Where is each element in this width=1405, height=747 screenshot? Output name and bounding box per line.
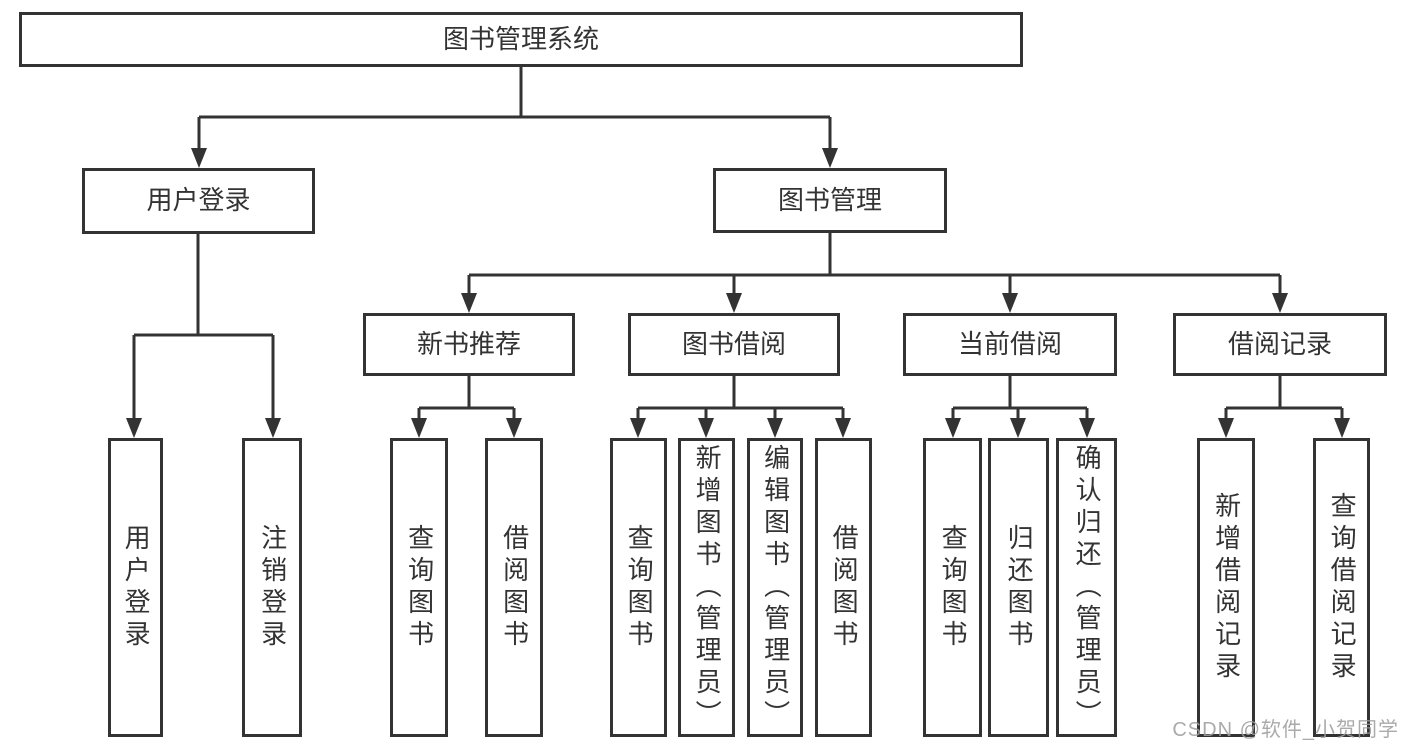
leaf-borrow-borrow-books-label: 借阅图书: [829, 523, 860, 652]
leaf-records-query-record: 查询借阅记录: [1313, 438, 1370, 737]
node-book-borrow: 图书借阅: [628, 313, 840, 376]
node-new-book-recommend-label: 新书推荐: [416, 328, 521, 359]
node-book-management-label: 图书管理: [777, 184, 882, 215]
leaf-logout: 注销登录: [242, 438, 302, 737]
leaf-current-query-books-label: 查询图书: [938, 523, 969, 652]
leaf-records-add-record: 新增借阅记录: [1197, 438, 1255, 737]
node-borrow-records-label: 借阅记录: [1227, 328, 1332, 359]
node-current-borrow-label: 当前借阅: [957, 328, 1062, 359]
leaf-logout-label: 注销登录: [257, 523, 288, 652]
leaf-borrow-edit-books-admin: 编辑图书（管理员）: [747, 438, 803, 737]
node-borrow-records: 借阅记录: [1173, 313, 1387, 376]
leaf-current-return-books: 归还图书: [988, 438, 1049, 737]
arrowheads: [126, 148, 1350, 438]
leaf-records-add-record-label: 新增借阅记录: [1211, 491, 1242, 684]
node-book-management: 图书管理: [713, 168, 947, 233]
node-user-login: 用户登录: [82, 168, 315, 234]
leaf-current-query-books: 查询图书: [923, 438, 982, 737]
leaf-user-login-label: 用户登录: [121, 523, 152, 652]
leaf-recommend-query-books-label: 查询图书: [404, 523, 435, 652]
leaf-borrow-add-books-admin: 新增图书（管理员）: [678, 438, 735, 737]
csdn-watermark: CSDN @软件_小贺同学: [1172, 719, 1399, 741]
node-book-borrow-label: 图书借阅: [681, 328, 786, 359]
node-library-management-system: 图书管理系统: [19, 12, 1023, 67]
leaf-records-query-record-label: 查询借阅记录: [1327, 491, 1358, 684]
leaf-current-confirm-return-admin: 确认归还（管理员）: [1056, 438, 1117, 737]
node-new-book-recommend: 新书推荐: [363, 313, 575, 376]
leaf-borrow-edit-books-admin-label: 编辑图书（管理员）: [760, 443, 791, 732]
leaf-recommend-query-books: 查询图书: [390, 438, 448, 737]
node-user-login-label: 用户登录: [146, 185, 251, 216]
leaf-current-confirm-return-admin-label: 确认归还（管理员）: [1072, 443, 1103, 732]
leaf-borrow-query-books-label: 查询图书: [624, 523, 655, 652]
leaf-recommend-borrow-books-label: 借阅图书: [499, 523, 530, 652]
leaf-user-login: 用户登录: [108, 438, 163, 737]
node-current-borrow: 当前借阅: [903, 313, 1117, 376]
node-library-management-system-label: 图书管理系统: [442, 23, 599, 54]
leaf-borrow-borrow-books: 借阅图书: [815, 438, 872, 737]
leaf-borrow-add-books-admin-label: 新增图书（管理员）: [692, 443, 723, 732]
leaf-recommend-borrow-books: 借阅图书: [485, 438, 543, 737]
leaf-borrow-query-books: 查询图书: [610, 438, 667, 737]
leaf-current-return-books-label: 归还图书: [1004, 523, 1035, 652]
